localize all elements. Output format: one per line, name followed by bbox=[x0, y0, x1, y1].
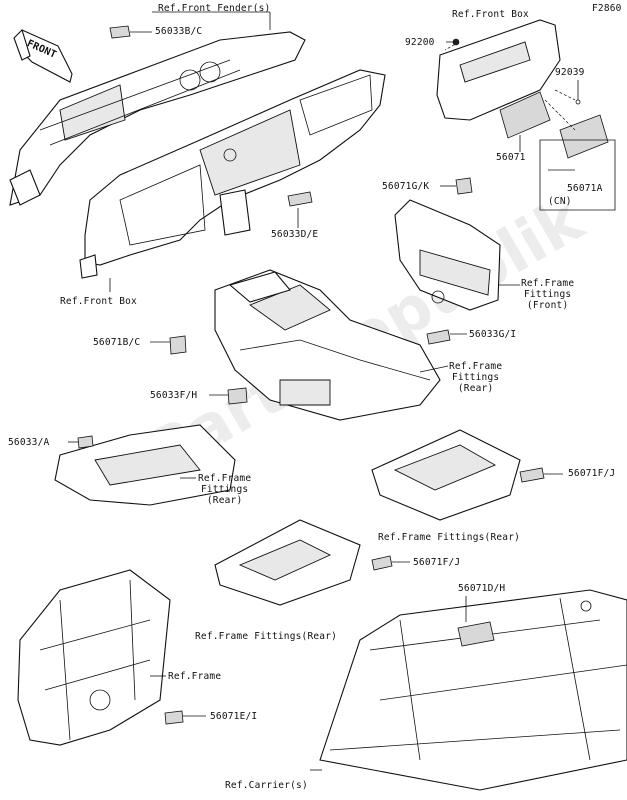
sticker-56071gk bbox=[455, 177, 473, 195]
part-label-56071a[interactable]: 56071A bbox=[567, 183, 603, 194]
ref-front-fender: Ref.Front Fender(s) bbox=[158, 3, 271, 14]
part-label-56033fh[interactable]: 56033F/H bbox=[150, 390, 198, 401]
floor-panel bbox=[54, 424, 236, 506]
figure-code: F2860 bbox=[592, 3, 622, 14]
cn-region-label: (CN) bbox=[548, 196, 572, 207]
sticker-56033gi bbox=[426, 329, 451, 345]
part-label-56071fj-right[interactable]: 56071F/J bbox=[568, 468, 616, 479]
sticker-56033fh bbox=[227, 387, 248, 405]
part-label-56071dh[interactable]: 56071D/H bbox=[458, 583, 506, 594]
front-direction-arrow bbox=[13, 28, 73, 83]
part-label-56071[interactable]: 56071 bbox=[496, 152, 526, 163]
ref-frame-fittings-rear-a: Ref.Frame Fittings (Rear) bbox=[449, 361, 503, 394]
ref-front-box-left: Ref.Front Box bbox=[60, 296, 137, 307]
ref-frame-fittings-rear-c: Ref.Frame Fittings(Rear) bbox=[378, 532, 521, 543]
ref-frame: Ref.Frame bbox=[168, 671, 222, 682]
ref-frame-fittings-rear-d: Ref.Frame Fittings(Rear) bbox=[195, 631, 338, 642]
ref-carrier: Ref.Carrier(s) bbox=[225, 780, 308, 791]
ref-frame-fittings-rear-b: Ref.Frame Fittings (Rear) bbox=[198, 473, 252, 506]
sticker-56033bc bbox=[109, 25, 131, 39]
sticker-56071fj-right bbox=[519, 467, 545, 483]
part-label-56071ei[interactable]: 56071E/I bbox=[210, 711, 258, 722]
ref-frame-fittings-front: Ref.Frame Fittings (Front) bbox=[521, 278, 575, 311]
part-label-56033de[interactable]: 56033D/E bbox=[271, 229, 319, 240]
sticker-56071a bbox=[559, 114, 609, 159]
underseat-tray-center bbox=[214, 519, 361, 606]
part-label-56033a[interactable]: 56033/A bbox=[8, 437, 50, 448]
cn-box bbox=[539, 139, 616, 211]
part-label-56071bc[interactable]: 56071B/C bbox=[93, 337, 141, 348]
part-label-56033bc[interactable]: 56033B/C bbox=[155, 26, 203, 37]
sticker-56071ei bbox=[164, 710, 184, 725]
part-label-56033gi[interactable]: 56033G/I bbox=[469, 329, 517, 340]
part-label-56071gk[interactable]: 56071G/K bbox=[382, 181, 430, 192]
sticker-56071bc bbox=[169, 335, 187, 355]
sticker-56033de bbox=[287, 191, 313, 207]
frame-fittings-front-panel bbox=[394, 199, 501, 311]
part-label-56071fj-center[interactable]: 56071F/J bbox=[413, 557, 461, 568]
sticker-56033a bbox=[77, 435, 94, 449]
leader-lines bbox=[68, 11, 579, 771]
center-console bbox=[214, 269, 441, 421]
carrier-bed bbox=[319, 589, 627, 791]
underseat-tray-right bbox=[371, 429, 521, 521]
sticker-56071dh bbox=[457, 621, 495, 647]
frame bbox=[17, 569, 171, 746]
part-label-92200[interactable]: 92200 bbox=[405, 37, 435, 48]
sticker-56071fj-center bbox=[371, 555, 393, 571]
front-box bbox=[436, 19, 581, 121]
sticker-56071 bbox=[499, 91, 551, 139]
dashboard-assembly bbox=[9, 31, 386, 279]
part-label-92039[interactable]: 92039 bbox=[555, 67, 585, 78]
ref-front-box-top: Ref.Front Box bbox=[452, 9, 529, 20]
